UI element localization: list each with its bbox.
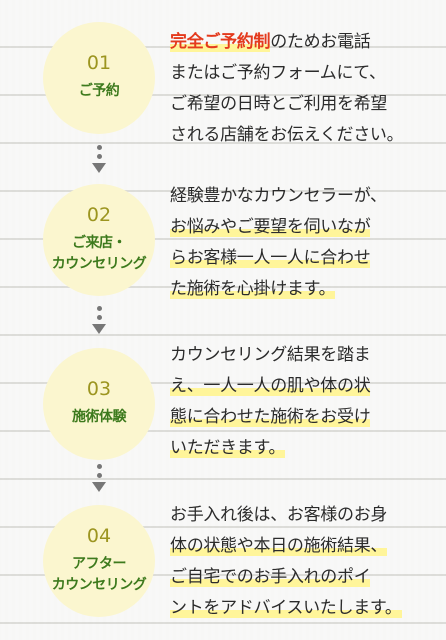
- step-title: ご予約: [79, 81, 120, 101]
- connector-dot: [96, 154, 102, 159]
- step-number: 04: [86, 525, 112, 548]
- step-title: アフター カウンセリング: [52, 554, 147, 595]
- connector-dot: [96, 315, 102, 320]
- step-connector-arrow: [92, 306, 106, 334]
- step-title-line: アフター: [72, 556, 126, 573]
- desc-line: 態に合わせた施術をお受け: [170, 407, 371, 427]
- step-title-line: カウンセリング: [51, 255, 147, 272]
- step-circle: 03 施術体験: [43, 348, 155, 460]
- step-connector-arrow: [92, 464, 106, 492]
- step-number: 03: [86, 378, 112, 401]
- step-description: 経験豊かなカウンセラーが、 お悩みやご要望を伺いなが らお客様一人一人に合わせ …: [170, 181, 420, 305]
- desc-line: またはご予約フォームにて、: [170, 63, 386, 83]
- desc-line: お手入れ後は、お客様のお身: [170, 505, 388, 525]
- desc-line: え、一人一人の肌や体の状: [170, 376, 371, 396]
- step-number: 02: [86, 204, 112, 227]
- desc-line: 完全ご予約制のためお電話: [170, 32, 371, 52]
- step-circle: 04 アフター カウンセリング: [43, 505, 155, 617]
- down-arrow-icon: [92, 482, 106, 492]
- desc-line: ントをアドバイスいたします。: [170, 598, 402, 618]
- step-description: カウンセリング結果を踏ま え、一人一人の肌や体の状 態に合わせた施術をお受け い…: [170, 340, 420, 464]
- step-number: 01: [86, 52, 112, 75]
- step-title: 施術体験: [72, 407, 127, 427]
- step-description: お手入れ後は、お客様のお身 体の状態や本日の施術結果、 ご自宅でのお手入れのポイ…: [170, 500, 420, 624]
- connector-dot: [96, 306, 102, 311]
- down-arrow-icon: [92, 324, 106, 334]
- step-title-line: ご予約: [78, 83, 120, 100]
- desc-line: 経験豊かなカウンセラーが、: [170, 186, 387, 206]
- step-title-line: ご来店・: [72, 235, 126, 252]
- desc-line: される店舗をお伝えください。: [170, 125, 404, 145]
- desc-line: ご希望の日時とご利用を希望: [170, 94, 388, 114]
- step-circle: 02 ご来店・ カウンセリング: [43, 184, 155, 296]
- step-connector-arrow: [92, 145, 106, 173]
- down-arrow-icon: [92, 163, 106, 173]
- desc-line: カウンセリング結果を踏ま: [170, 345, 371, 365]
- step-title: ご来店・ カウンセリング: [52, 233, 147, 274]
- connector-dot: [96, 473, 102, 478]
- desc-line: お悩みやご要望を伺いなが: [170, 217, 371, 237]
- desc-line: 体の状態や本日の施術結果、: [170, 536, 388, 556]
- step-title-line: 施術体験: [72, 409, 127, 426]
- step-circle: 01 ご予約: [43, 22, 155, 134]
- desc-emphasis: 完全ご予約制: [170, 32, 271, 52]
- step-description: 完全ご予約制のためお電話 またはご予約フォームにて、 ご希望の日時とご利用を希望…: [170, 27, 420, 151]
- desc-line: いただきます。: [170, 438, 286, 458]
- desc-line: ご自宅でのお手入れのポイ: [170, 567, 371, 587]
- step-title-line: カウンセリング: [51, 576, 147, 593]
- connector-dot: [96, 464, 102, 469]
- desc-line: た施術を心掛けます。: [170, 279, 336, 299]
- desc-line: らお客様一人一人に合わせ: [170, 248, 371, 268]
- connector-dot: [96, 145, 102, 150]
